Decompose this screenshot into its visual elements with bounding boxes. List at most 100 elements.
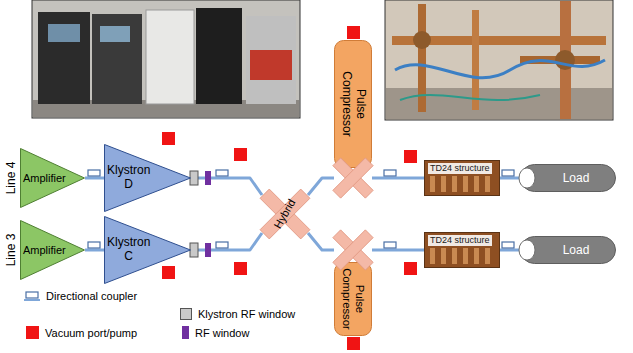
- directional-coupler: [216, 170, 228, 176]
- legend-item: Klystron RF window: [180, 308, 295, 320]
- hybrid-arm: [333, 230, 373, 270]
- accelerating-structure: TD24 structure: [424, 232, 500, 268]
- triangle-outline: [105, 217, 191, 284]
- coupler-sample: [24, 291, 40, 301]
- legend-item: RF window: [182, 326, 249, 339]
- shape-outline: [104, 144, 191, 212]
- legend-swatch: [26, 326, 39, 339]
- coupler-sample-box: [26, 292, 38, 298]
- waveguide-line: [191, 178, 262, 195]
- vacuum-port: [404, 150, 417, 163]
- legend-text: Vacuum port/pump: [45, 327, 137, 339]
- shape-outline: [104, 216, 191, 284]
- structure-cell: [430, 176, 435, 192]
- rf-window: [205, 243, 211, 257]
- directional-coupler: [88, 170, 100, 176]
- vacuum-port: [234, 262, 247, 275]
- structure-cell: [430, 248, 435, 264]
- copper-waveguide: [472, 10, 479, 110]
- klystron-triangle: KlystronD: [104, 144, 191, 212]
- structure-cell: [441, 248, 446, 264]
- rack-cabinet: [196, 8, 242, 104]
- text-holder: Load: [536, 171, 616, 185]
- node-text: Klystron: [107, 236, 150, 250]
- structure-cell: [474, 176, 479, 192]
- klystron-triangle: KlystronC: [104, 216, 191, 284]
- node-text: TD24 structure: [428, 235, 492, 246]
- load-input: [519, 168, 535, 188]
- rack-cabinet: [38, 12, 90, 104]
- cable: [400, 95, 540, 100]
- hybrid-coupler: Hybrid: [262, 191, 308, 237]
- accelerating-structure: TD24 structure: [424, 160, 500, 196]
- amplifier-triangle: Amplifier: [20, 220, 85, 280]
- cable: [395, 60, 605, 78]
- node-text: TD24 structure: [428, 163, 492, 174]
- structure-cell: [463, 176, 468, 192]
- text-holder: TD24 structure: [428, 163, 492, 174]
- flange: [413, 31, 431, 49]
- waveguide-line: [500, 249, 520, 252]
- waveguide-line: [372, 249, 424, 252]
- line-label: Line 3: [4, 234, 18, 267]
- node-text: C: [124, 250, 133, 264]
- amplifier-triangle: Amplifier: [20, 148, 85, 208]
- text-holder: Amplifier: [23, 172, 66, 185]
- structure-cell: [485, 248, 490, 264]
- directional-coupler: [88, 242, 100, 248]
- load-input: [519, 240, 535, 260]
- rack-screen: [100, 26, 130, 42]
- vacuum-port: [347, 337, 360, 350]
- structure-cell: [463, 248, 468, 264]
- node-text: D: [124, 178, 133, 192]
- node-text: Amplifier: [23, 172, 66, 185]
- legend-text: RF window: [195, 327, 249, 339]
- hybrid-arm: [333, 158, 373, 198]
- node-text: Amplifier: [23, 244, 66, 257]
- directional-coupler: [216, 242, 228, 248]
- waveguide-line: [372, 177, 424, 180]
- hybrid-arm: [260, 189, 310, 239]
- photo-frame: [32, 0, 300, 118]
- compressor-body: [335, 41, 372, 168]
- structure-cell: [452, 176, 457, 192]
- rf-load: Load: [520, 236, 616, 264]
- directional-coupler: [384, 242, 396, 248]
- legend-swatch: [182, 326, 189, 339]
- text-holder: TD24 structure: [428, 235, 492, 246]
- waveguide-line: [500, 177, 520, 180]
- node-text: Load: [536, 243, 616, 257]
- vacuum-port: [347, 26, 360, 39]
- triangle-outline: [21, 149, 85, 208]
- photo-frame: [385, 0, 613, 120]
- text-holder: KlystronC: [107, 236, 150, 264]
- rf-load: Load: [520, 164, 616, 192]
- legend-item: Directional coupler: [24, 290, 137, 302]
- text-holder: KlystronD: [107, 164, 150, 192]
- legend-swatch: [180, 308, 192, 320]
- waveguide-line: [191, 233, 262, 250]
- structure-photo: [425, 161, 500, 196]
- waveguide-line: [85, 177, 104, 180]
- triangle-outline: [21, 221, 85, 280]
- triangle-outline: [105, 145, 191, 212]
- rack-screen: [48, 24, 80, 42]
- directional-coupler: [384, 170, 396, 176]
- directional-coupler: [502, 170, 514, 176]
- legend-text: Klystron RF window: [198, 308, 295, 320]
- vacuum-port: [162, 266, 175, 279]
- coupler-sample-line: [24, 299, 40, 301]
- rack-cabinet: [246, 16, 296, 104]
- vacuum-port: [404, 262, 417, 275]
- hybrid-arm: [333, 230, 373, 270]
- waveguide-line: [85, 249, 104, 252]
- waveguide-line: [308, 233, 334, 250]
- structure-cell: [452, 248, 457, 264]
- text-holder: Pulse Compressor: [340, 263, 366, 335]
- vacuum-port: [234, 148, 247, 161]
- structure-cell: [441, 176, 446, 192]
- node-text: Pulse Compressor: [340, 263, 366, 335]
- rack-cabinet: [92, 14, 142, 104]
- pulse-compressor: Pulse Compressor: [334, 232, 372, 336]
